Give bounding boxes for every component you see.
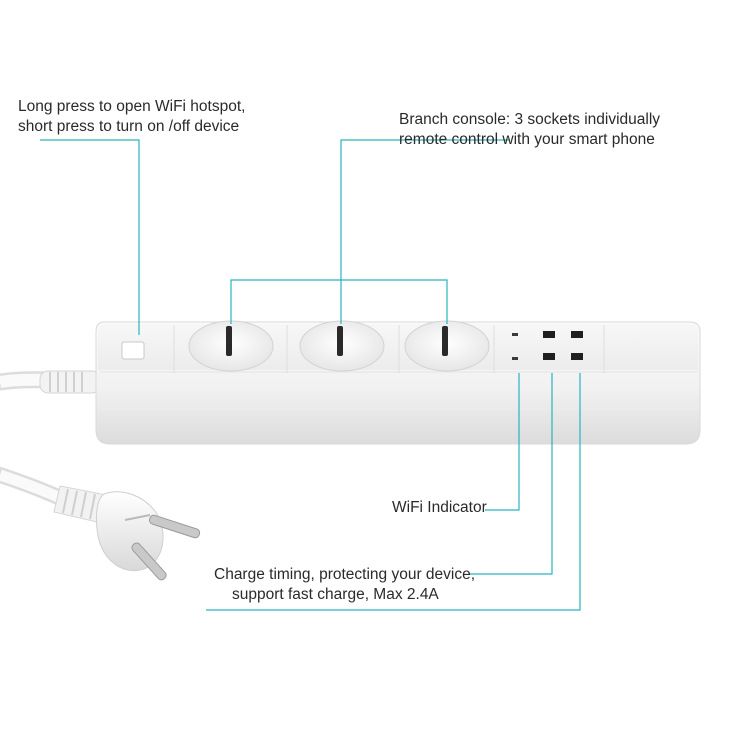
callout-wifi-indicator [485, 373, 520, 511]
callout-lines [40, 139, 581, 611]
annotation-line: Long press to open WiFi hotspot, [18, 98, 246, 115]
branch-console-annotation: Branch console: 3 sockets individually r… [399, 110, 660, 150]
callout-usb-charge [206, 373, 581, 611]
annotation-line: Branch console: 3 sockets individually [399, 111, 661, 128]
annotation-line: support fast charge, Max 2.4A [232, 586, 439, 603]
usb-port [571, 353, 583, 360]
wifi-button-annotation: Long press to open WiFi hotspot, short p… [18, 97, 245, 137]
wifi-indicator-light [512, 333, 518, 360]
wifi-indicator-annotation: WiFi Indicator [392, 498, 487, 518]
usb-port [571, 331, 583, 338]
schuko-plug [53, 485, 201, 581]
callout-wifi-button [40, 139, 140, 335]
power-strip [95, 320, 701, 445]
power-button[interactable] [121, 341, 145, 360]
plug-pin [148, 514, 201, 539]
annotation-line: Charge timing, protecting your device, [214, 566, 476, 583]
socket [188, 320, 274, 372]
strain-relief [39, 370, 101, 394]
usb-port [543, 331, 555, 338]
usb-port [543, 353, 555, 360]
annotation-line: short press to turn on /off device [18, 118, 240, 135]
power-cord [0, 370, 107, 513]
annotation-line: WiFi Indicator [392, 499, 487, 516]
annotation-line: remote control with your smart phone [399, 131, 655, 148]
socket [299, 320, 385, 372]
plug-pin [131, 542, 167, 581]
callout-branch-console [230, 139, 510, 324]
usb-charging-annotation: Charge timing, protecting your device, s… [214, 565, 475, 605]
socket [404, 320, 490, 372]
